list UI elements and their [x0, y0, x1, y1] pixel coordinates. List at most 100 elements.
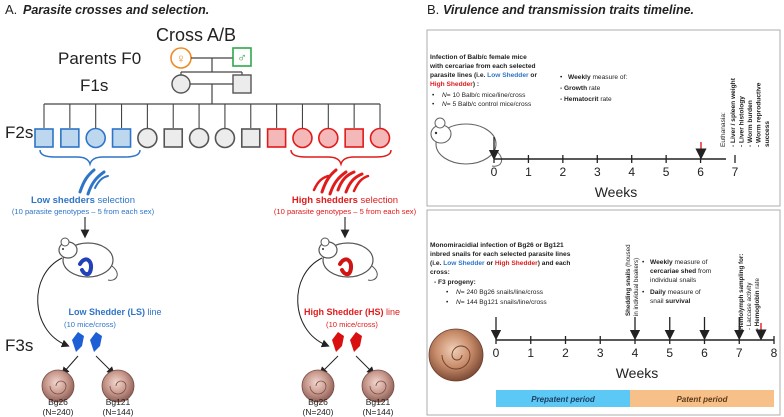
svg-text:N= 240 Bg26 snails/line/cross: N= 240 Bg26 snails/line/cross [456, 289, 544, 296]
svg-text:High Shedder) :: High Shedder) : [430, 81, 479, 88]
f2-male-symbol [240, 128, 261, 148]
svg-text:•: • [642, 259, 645, 266]
euthanasia-label: Euthanasia: [720, 112, 727, 147]
high-selection-subtitle: (10 parasite genotypes – 5 from each sex… [274, 207, 417, 216]
high-bg121-n: (N=144) [363, 407, 394, 417]
f2-female-symbol [137, 127, 158, 149]
prepatent-period-label: Prepatent period [531, 395, 596, 404]
high-bg121-snail-icon [361, 369, 395, 403]
hemolymph-label: Hemolymph sampling for: [738, 254, 745, 330]
axis-tick-label: 6 [701, 346, 708, 360]
svg-text:•: • [560, 74, 563, 81]
panel-b: B. Virulence and transmission traits tim… [426, 2, 781, 416]
axis-tick-label: 1 [527, 346, 534, 360]
panel-b-letter: B. [427, 2, 439, 17]
high-bg26-snail-icon [301, 369, 335, 403]
svg-text:cross:: cross: [430, 269, 450, 276]
euthanasia-trait: - Liver histology [739, 96, 746, 147]
f2-label: F2s [5, 123, 33, 142]
axis-tick-label: 3 [597, 346, 604, 360]
low-bg26-n: (N=240) [43, 407, 74, 417]
f2-offspring-row [34, 104, 391, 149]
f2-female-symbol [188, 127, 210, 149]
svg-text:N= 10 Balb/c mice/line/cross: N= 10 Balb/c mice/line/cross [442, 92, 526, 99]
f2-male-symbol [111, 128, 132, 148]
low-to-bg121-arrow [95, 355, 115, 375]
low-bg121-label: Bg121 [106, 397, 131, 407]
svg-text:with cercariae from each selec: with cercariae from each selected [429, 63, 536, 70]
svg-text:snail survival: snail survival [650, 298, 691, 305]
low-shedder-brace [39, 149, 141, 167]
f1-label: F1s [80, 76, 108, 95]
high-bg121-label: Bg121 [366, 397, 391, 407]
f2-male-symbol [34, 128, 54, 148]
axis-tick-label: 7 [736, 346, 743, 360]
high-selection-title: High shedders selection [292, 195, 398, 206]
euthanasia-trait: - Worm burden [747, 100, 754, 147]
f3-label: F3s [5, 336, 33, 355]
low-shedder-worms-icon [78, 168, 109, 196]
snail-timeline-box [426, 209, 781, 416]
snail-event-arrows [490, 317, 745, 341]
axis-tick-label: 2 [560, 165, 567, 179]
low-f3-worms-icon [72, 332, 102, 352]
f2-female-symbol [369, 127, 391, 149]
svg-text:Daily measure of: Daily measure of [650, 289, 701, 296]
svg-text:inbred snails for each selecte: inbred snails for each selected parasite… [430, 251, 571, 258]
euthanasia-trait: - Worm reproductive [756, 82, 763, 147]
svg-text:N= 144 Bg121 snails/line/cross: N= 144 Bg121 snails/line/cross [456, 299, 547, 306]
high-to-bg121-arrow [355, 355, 375, 375]
shedding-snails-label: Shedding snails (housed [625, 244, 632, 316]
axis-tick-label: 0 [493, 346, 500, 360]
axis-tick-label: 0 [491, 165, 498, 179]
prepatent-period-bar [496, 390, 630, 407]
snail-measures: • Weekly measure of cercariae shed from … [642, 259, 712, 305]
axis-tick-label: 3 [594, 165, 601, 179]
panel-a-letter: A. [5, 2, 17, 17]
low-line-subtitle: (10 mice/cross) [64, 320, 116, 329]
mice-timeline-box [426, 29, 781, 207]
low-mouse-icon [58, 237, 118, 281]
male-icon: ♂ [237, 50, 247, 65]
svg-text:Weekly measure of:: Weekly measure of: [568, 74, 627, 81]
timeline-snail-icon [428, 328, 484, 382]
shedding-snails-sublabel: in individual beakers) [633, 258, 640, 316]
low-line-label: Low Shedder (LS) line [68, 307, 161, 317]
svg-text:Monomiracidial infection of Bg: Monomiracidial infection of Bg26 or Bg12… [430, 242, 564, 249]
parents-label: Parents F0 [58, 49, 141, 68]
high-shedder-worms-icon [312, 168, 370, 196]
svg-text:cercariae shed from: cercariae shed from [650, 268, 712, 275]
svg-text:Weekly measure of: Weekly measure of [650, 259, 708, 266]
panel-a-title: Parasite crosses and selection. [23, 3, 209, 17]
svg-text:- Hematocrit rate: - Hematocrit rate [560, 96, 612, 103]
svg-text:parasite lines (i.e. Low Shedd: parasite lines (i.e. Low Shedder or [430, 72, 537, 79]
f2-male-symbol [60, 128, 80, 148]
axis-tick-label: 6 [697, 165, 704, 179]
axis-tick-label: 1 [525, 165, 532, 179]
male-parent-symbol [232, 47, 252, 67]
svg-text:(i.e. Low Shedder or High Shed: (i.e. Low Shedder or High Shedder) and e… [430, 260, 570, 267]
low-bg26-snail-icon [41, 369, 75, 403]
panel-a: A. Parasite crosses and selection. Cross… [5, 2, 417, 417]
svg-text:Infection of Balb/c female mic: Infection of Balb/c female mice [430, 54, 527, 61]
f2-female-symbol [85, 127, 106, 149]
laccase-label: - Laccase activity [746, 282, 753, 330]
mice-weekly-measures: • Weekly measure of: - Growth rate - Hem… [560, 74, 627, 103]
cross-label: Cross A/B [156, 25, 236, 45]
axis-tick-label: 5 [666, 346, 673, 360]
patent-period-label: Patent period [676, 395, 728, 404]
f1-male-symbol [232, 74, 252, 94]
female-icon: ♀ [176, 51, 186, 66]
high-to-bg26-arrow [319, 355, 339, 375]
low-bg26-label: Bg26 [48, 397, 68, 407]
euthanasia-traits: - Liver / spleen weight- Liver histology… [730, 77, 771, 147]
axis-tick-label: 7 [732, 165, 739, 179]
high-line-subtitle: (10 mice/cross) [326, 320, 378, 329]
svg-text:- Growth rate: - Growth rate [560, 85, 601, 92]
svg-text:individual snails: individual snails [650, 277, 697, 284]
f1-female-symbol [171, 74, 191, 94]
low-selection-subtitle: (10 parasite genotypes – 5 from each sex… [12, 207, 155, 216]
low-loop-arrow [37, 257, 70, 348]
axis-tick-label: 5 [663, 165, 670, 179]
